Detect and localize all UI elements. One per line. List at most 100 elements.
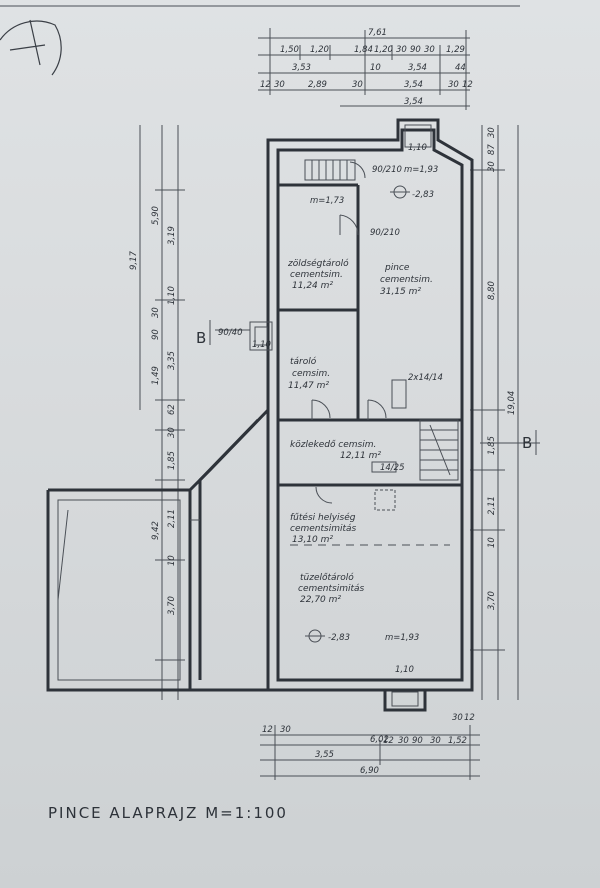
north-arrow-icon	[0, 19, 62, 76]
room-tarolo-floor: cemsim.	[292, 369, 330, 379]
window-size: 2x14/14	[408, 373, 443, 383]
top-dimensions	[258, 28, 470, 110]
dim-top-13: 12	[260, 80, 271, 90]
room-tuzelo-area: 22,70 m²	[300, 595, 341, 605]
dim-right-2: 1,85	[487, 436, 497, 455]
room-tuzelo-floor: cementsimitás	[298, 584, 365, 594]
dim-right-1: 8,80	[487, 281, 497, 300]
dim-top-2: 1,20	[310, 45, 329, 55]
dim-top-5: 30	[396, 45, 407, 55]
top-light-size: 1,10	[408, 143, 427, 153]
dim-bottom-6: 3,55	[315, 750, 334, 760]
dim-top-16: 30	[352, 80, 363, 90]
dim-top-8: 1,29	[446, 45, 465, 55]
room-tuzelo-name: tüzelőtároló	[300, 572, 354, 583]
dim-left-7: 30	[151, 307, 161, 318]
dim-left-12: 2,11	[167, 509, 177, 528]
room-tarolo-area: 11,47 m²	[288, 381, 329, 391]
building-walls	[249, 118, 474, 712]
room-pince-floor: cementsim.	[380, 275, 433, 285]
room-kozlekedo-area: 12,11 m²	[340, 451, 381, 461]
dim-left-4: 3,35	[167, 351, 177, 370]
dim-bottom-10: 30	[430, 736, 441, 746]
dim-top-18: 30	[448, 80, 459, 90]
bottom-light-size: 1,10	[395, 665, 414, 675]
dim-bottom-8: 30	[398, 736, 409, 746]
room-kozlekedo-name: közlekedő cemsim.	[290, 440, 376, 450]
dim-top-6: 90	[410, 45, 421, 55]
left-dimensions	[139, 125, 185, 700]
bottom-dimensions	[260, 725, 480, 780]
dim-bottom-1: 12	[262, 725, 273, 735]
dim-right-4: 10	[487, 537, 497, 548]
dim-top-12: 44	[455, 63, 466, 73]
dim-left-5: 1,49	[151, 366, 161, 385]
section-b-right: B	[522, 434, 534, 452]
section-line-b	[209, 320, 540, 455]
vent-size: 14/25	[380, 463, 405, 473]
dim-top-11: 3,54	[408, 63, 427, 73]
dim-top-10: 10	[370, 63, 381, 73]
dim-bottom-3: 6,02	[370, 735, 389, 745]
level-pince-mark: m=1,93	[404, 165, 438, 175]
door-swings	[311, 161, 387, 504]
dim-top-14: 30	[274, 80, 285, 90]
dim-right-7: 87	[487, 144, 497, 155]
chimney-size: 1,10	[252, 340, 271, 350]
level-pince: -2,83	[412, 190, 434, 200]
dim-right-overall: 19,04	[507, 391, 517, 415]
section-b-left: B	[196, 329, 208, 347]
room-zoldseg-floor: cementsim.	[290, 270, 343, 280]
dim-bottom-2: 30	[280, 725, 291, 735]
dim-right-6: 30	[487, 127, 497, 138]
dim-top-4: 1,20	[374, 45, 393, 55]
dim-right-3: 2,11	[487, 496, 497, 515]
dim-top-1: 1,50	[280, 45, 299, 55]
room-futesi-area: 13,10 m²	[292, 535, 333, 545]
drawing-title: PINCE ALAPRAJZ M=1:100	[48, 804, 288, 822]
dim-top-20: 3,54	[404, 97, 423, 107]
right-dimensions	[470, 125, 519, 700]
dim-left-11: 9,42	[151, 521, 161, 540]
dim-left-9: 30	[167, 427, 177, 438]
dim-bottom-7: 12	[383, 736, 394, 746]
door-2-size: 90/210	[370, 228, 400, 238]
door-3-size: 90/40	[218, 328, 243, 338]
dim-left-14: 3,70	[167, 596, 177, 615]
level-stair-mark: m=1,73	[310, 196, 344, 206]
outside-ramp	[46, 408, 270, 692]
dim-left-2: 3,19	[167, 226, 177, 245]
dim-left-3: 1,10	[167, 286, 177, 305]
level-marker-icon	[305, 185, 410, 643]
room-pince-area: 31,15 m²	[380, 287, 421, 297]
dim-right-8: 30	[487, 161, 497, 172]
dim-top-17: 3,54	[404, 80, 423, 90]
dim-top-15: 2,89	[308, 80, 327, 90]
dim-right-5: 3,70	[487, 591, 497, 610]
room-tarolo-name: tároló	[290, 356, 317, 367]
room-zoldseg-area: 11,24 m²	[292, 281, 333, 291]
dim-left-8: 62	[167, 404, 177, 415]
door-1-size: 90/210	[372, 165, 402, 175]
dim-bottom-9: 90	[412, 736, 423, 746]
dim-top-3: 1,84	[354, 45, 373, 55]
dim-bottom-overall: 6,90	[360, 766, 379, 776]
dim-left-13: 10	[167, 555, 177, 566]
dim-bottom-11: 1,52	[448, 736, 467, 746]
room-pince-name: pince	[384, 263, 410, 273]
dim-bottom-5: 12	[464, 713, 475, 723]
room-zoldseg-name: zöldségtároló	[287, 258, 349, 269]
dim-left-10: 1,85	[167, 451, 177, 470]
room-futesi-name: fűtési helyiség	[290, 512, 356, 523]
dim-top-overall: 7,61	[368, 28, 387, 38]
dim-top-19: 12	[462, 80, 473, 90]
level-tuzelo: -2,83	[328, 633, 350, 643]
dim-top-9: 3,53	[292, 63, 311, 73]
room-futesi-floor: cementsimitás	[290, 524, 357, 534]
dim-top-7: 30	[424, 45, 435, 55]
dim-left-1: 5,90	[151, 206, 161, 225]
dim-left-overall: 9,17	[129, 250, 139, 270]
dim-left-6: 90	[151, 329, 161, 340]
dim-bottom-4: 30	[452, 713, 463, 723]
